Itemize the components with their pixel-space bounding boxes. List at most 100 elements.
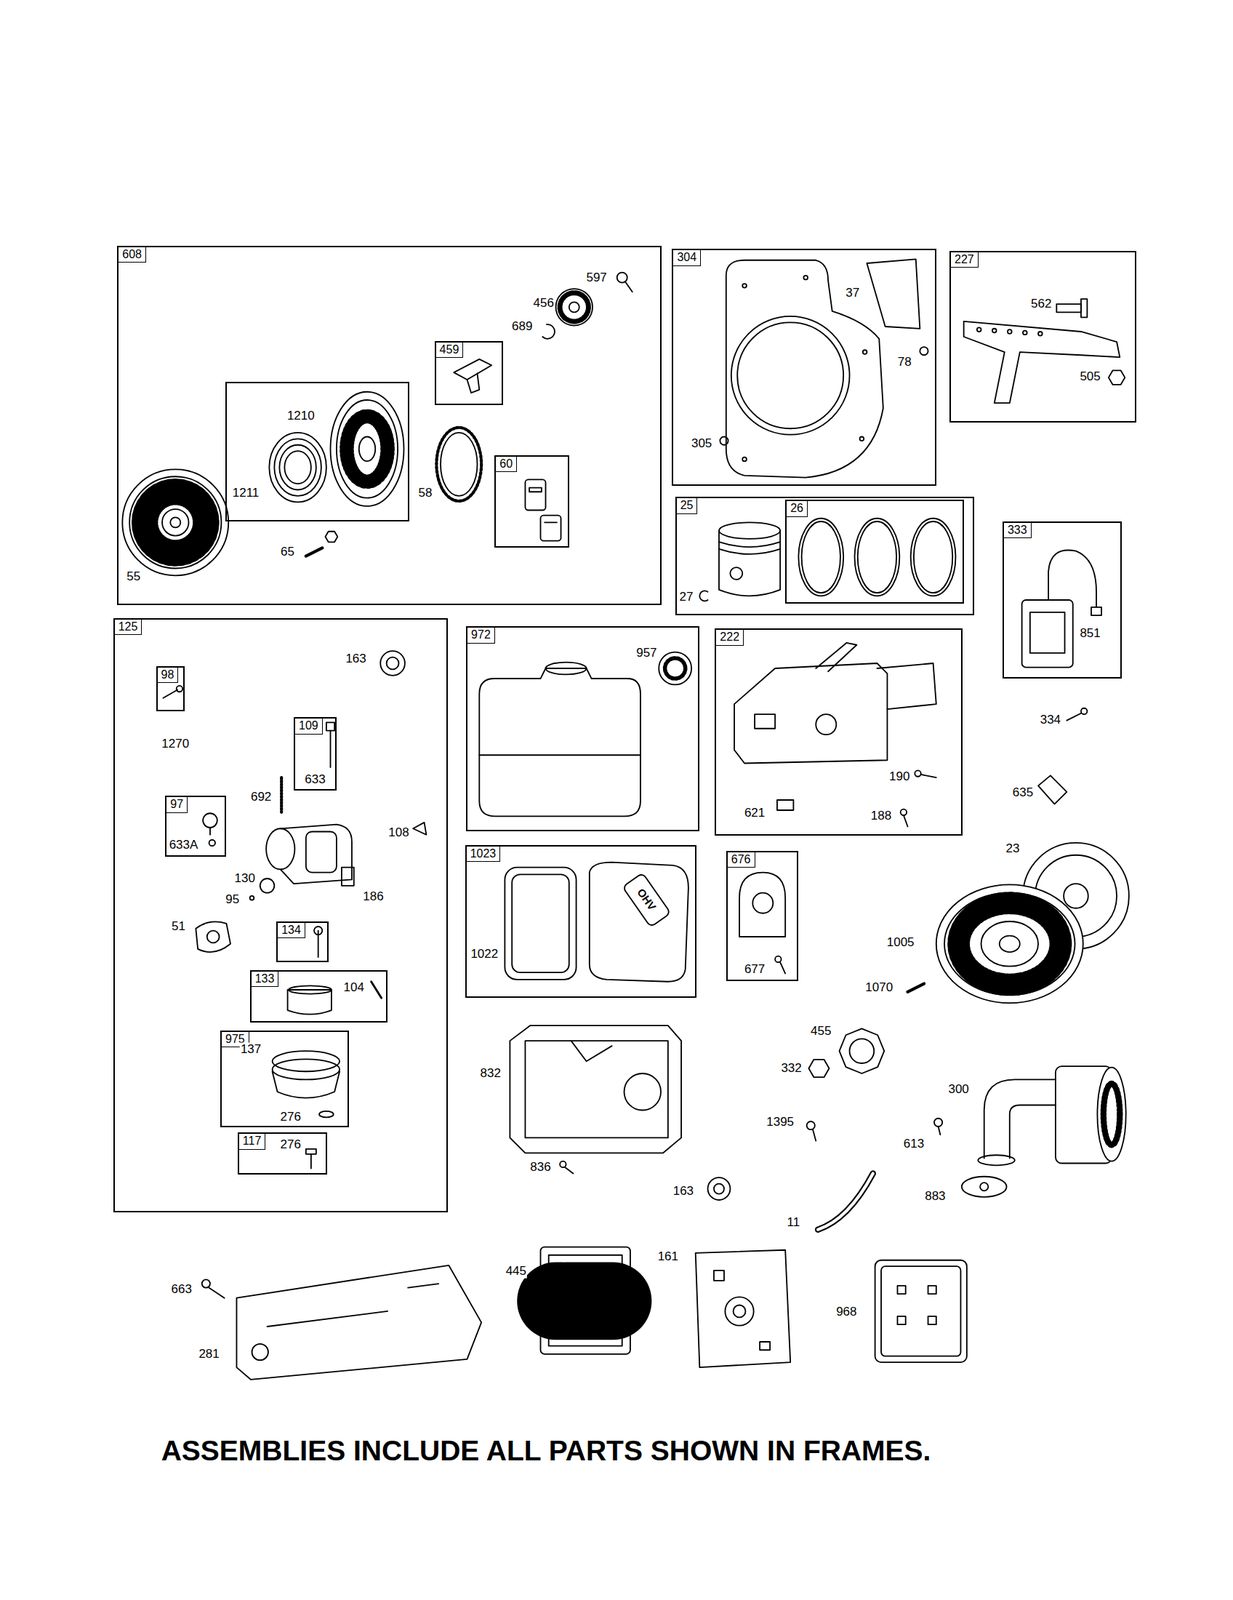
starter-cup bbox=[849, 1038, 875, 1063]
carburetor bbox=[272, 1050, 341, 1071]
rewind-spring bbox=[268, 432, 327, 502]
piston bbox=[719, 548, 781, 554]
fuel-tank bbox=[665, 657, 686, 679]
carburetor bbox=[380, 650, 405, 676]
mounting-bracket bbox=[964, 298, 1126, 403]
ratchet bbox=[542, 324, 555, 339]
assembly-frame: 97633A bbox=[165, 795, 227, 857]
carburetor bbox=[272, 1070, 341, 1098]
callout-number: 663 bbox=[170, 1282, 193, 1297]
callout-number: 190 bbox=[888, 769, 911, 783]
callout-number: 163 bbox=[672, 1184, 695, 1199]
callout-number: 51 bbox=[170, 918, 187, 933]
callout-number: 1070 bbox=[864, 980, 894, 995]
governor-part bbox=[780, 961, 786, 973]
blower-housing bbox=[719, 436, 728, 445]
assembly-frame: 109633 bbox=[293, 716, 337, 791]
air-cleaner-base bbox=[509, 1025, 682, 1153]
assembly-frame: 975137276 bbox=[220, 1030, 349, 1128]
callout-number: 276 bbox=[279, 1137, 302, 1152]
callout-number: 300 bbox=[947, 1082, 970, 1097]
starter-rope-ring bbox=[440, 432, 478, 496]
assembly-number: 304 bbox=[673, 250, 701, 266]
starter-handle bbox=[524, 479, 561, 541]
assembly-number: 222 bbox=[716, 629, 744, 645]
muffler bbox=[961, 1176, 1007, 1197]
piston-rings bbox=[857, 521, 897, 593]
callout-number: 957 bbox=[635, 645, 658, 660]
muffler bbox=[1097, 1067, 1126, 1162]
assembly-number: 125 bbox=[114, 619, 143, 635]
air-cleaner-base bbox=[571, 1040, 613, 1061]
callout-number: 163 bbox=[344, 652, 367, 666]
callout-number: 281 bbox=[197, 1346, 220, 1361]
carburetor bbox=[306, 830, 337, 872]
callout-number: 27 bbox=[679, 589, 695, 604]
callout-number: 137 bbox=[239, 1042, 262, 1057]
control-bracket-plate bbox=[251, 1343, 268, 1360]
starter-handle bbox=[540, 515, 561, 541]
starter-housing bbox=[122, 468, 229, 576]
air-filter bbox=[540, 1246, 630, 1354]
assembly-number: 133 bbox=[251, 971, 280, 987]
governor-part bbox=[739, 872, 786, 937]
mounting-bracket bbox=[1007, 329, 1012, 334]
callout-number: 562 bbox=[1030, 297, 1052, 312]
fan bbox=[999, 935, 1020, 952]
assembly-frame: 133 104 bbox=[250, 969, 388, 1023]
assembly-number: 109 bbox=[295, 718, 323, 734]
control-bracket-plate bbox=[202, 1264, 482, 1380]
callout-number: 65 bbox=[279, 545, 296, 560]
air-filter bbox=[548, 1254, 623, 1346]
callout-number: 1270 bbox=[160, 736, 190, 751]
bolt-and-nut bbox=[306, 547, 323, 556]
starter-pulley bbox=[359, 436, 376, 462]
mounting-bracket bbox=[1022, 330, 1028, 336]
starter-pulley bbox=[330, 391, 405, 506]
carburetor bbox=[176, 685, 183, 692]
callout-number: 186 bbox=[362, 889, 384, 904]
muffler bbox=[938, 1126, 941, 1135]
callout-number: 456 bbox=[532, 295, 555, 310]
control-bracket-plate bbox=[202, 1278, 211, 1287]
carburetor bbox=[195, 921, 231, 952]
control-bracket bbox=[734, 663, 887, 763]
filter-plate bbox=[695, 1249, 791, 1367]
ratchet bbox=[556, 288, 594, 326]
air-cleaner-cover bbox=[897, 1285, 906, 1294]
starter-handle bbox=[529, 487, 542, 493]
control-bracket bbox=[903, 814, 909, 826]
callout-number: 305 bbox=[690, 436, 713, 451]
control-bracket bbox=[815, 713, 837, 735]
carburetor bbox=[288, 985, 332, 994]
carburetor bbox=[371, 981, 382, 998]
callout-number: 836 bbox=[529, 1159, 552, 1174]
fan bbox=[908, 884, 1084, 1003]
callout-number: 635 bbox=[1011, 785, 1034, 800]
filter-plate bbox=[695, 1249, 791, 1367]
starter-pulley bbox=[330, 391, 405, 506]
assembly-frame: 98 bbox=[156, 665, 185, 712]
pawl bbox=[466, 373, 480, 394]
assembly-frame: 117276 bbox=[237, 1131, 328, 1175]
fan bbox=[958, 902, 1061, 985]
air-cleaner-cover bbox=[897, 1315, 906, 1324]
callout-number: 445 bbox=[505, 1264, 528, 1279]
carburetor bbox=[341, 867, 355, 886]
starter-housing bbox=[129, 476, 222, 568]
callout-number: 883 bbox=[924, 1189, 946, 1204]
small-parts bbox=[708, 1121, 874, 1230]
muffler bbox=[1009, 1105, 1056, 1159]
callout-number: 505 bbox=[1078, 369, 1101, 384]
carburetor bbox=[310, 1153, 312, 1169]
control-bracket bbox=[914, 769, 921, 776]
assembly-number: 97 bbox=[166, 796, 188, 813]
callout-number: 104 bbox=[343, 980, 365, 995]
mounting-bracket bbox=[1056, 303, 1082, 312]
carburetor bbox=[266, 828, 295, 869]
assembly-number: 227 bbox=[950, 252, 979, 268]
bolt-and-nut bbox=[324, 531, 338, 543]
assembly-number: 1023 bbox=[466, 846, 501, 862]
assembly-number: 972 bbox=[467, 627, 496, 643]
piston bbox=[719, 530, 781, 597]
